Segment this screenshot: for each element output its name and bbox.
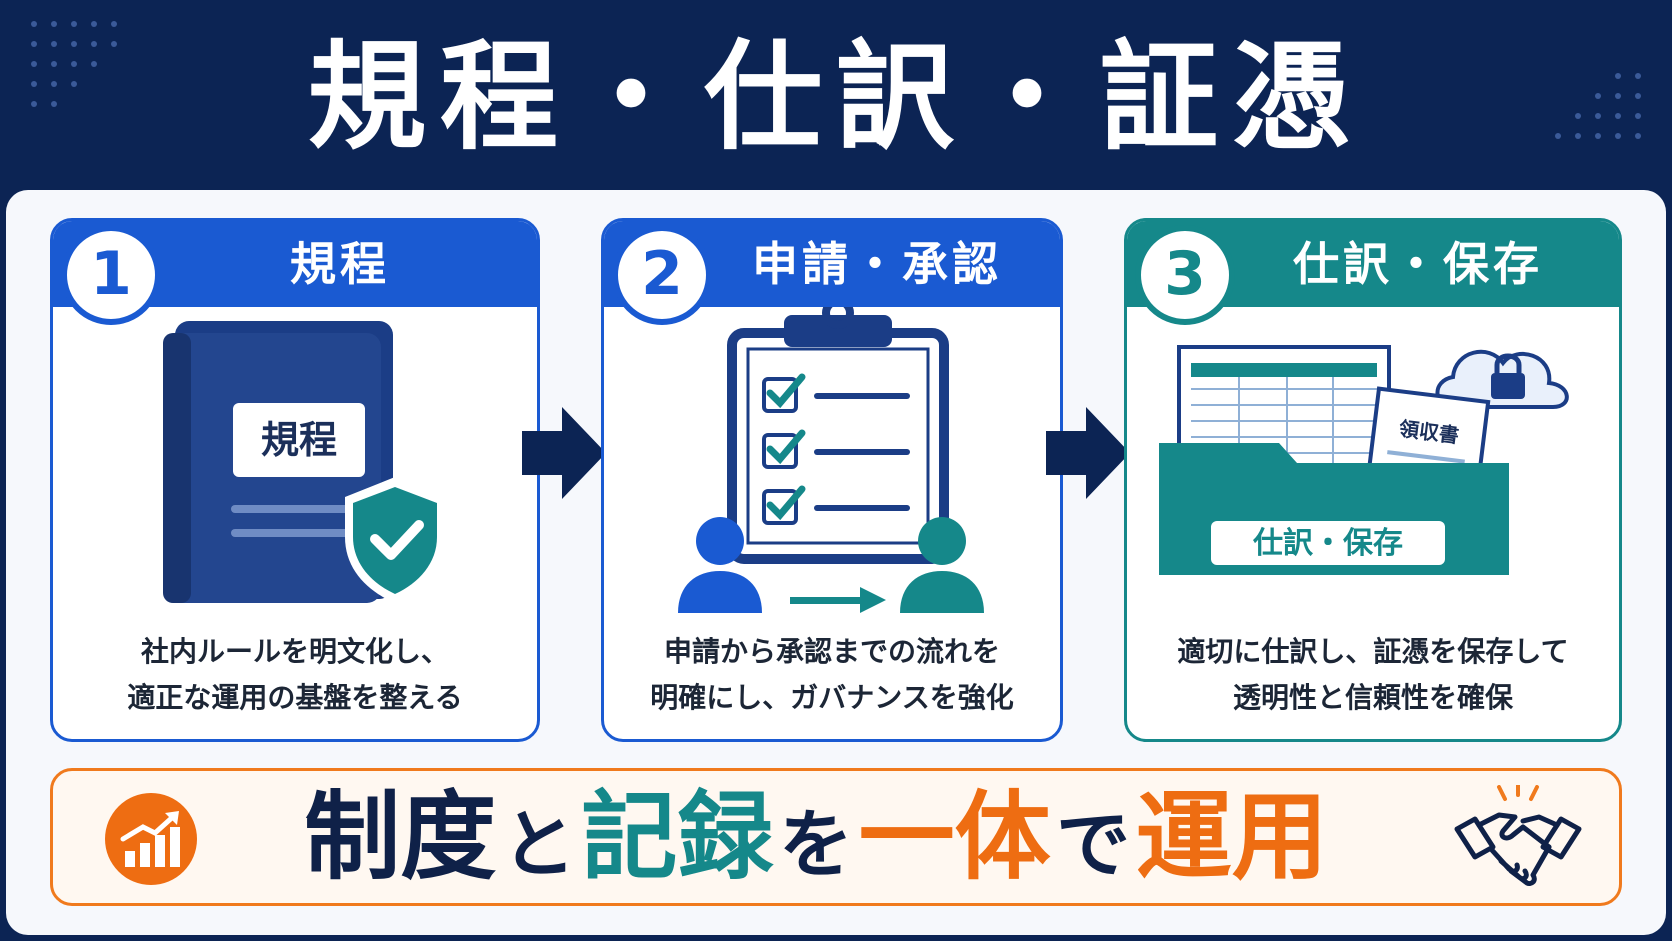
step-1-description-line-1: 社内ルールを明文化し、: [140, 635, 449, 668]
step-3-description-line-2: 透明性と信頼性を確保: [1232, 681, 1513, 714]
step-3-number-badge: 3: [1135, 225, 1235, 325]
book-label: 規程: [261, 418, 337, 462]
step-card-3: 仕訳・保存 3 領収書 仕訳・保存 適切: [1124, 218, 1622, 742]
step-1-number-badge: 1: [61, 225, 161, 325]
folder-label: 仕訳・保存: [1252, 526, 1403, 561]
slogan-text: 制度 と 記録 を 一体 で 運用: [233, 771, 1399, 903]
slogan-part-2: と: [501, 802, 576, 888]
folder-with-documents-icon: 領収書 仕訳・保存: [1159, 345, 1569, 575]
arrow-right-icon: [522, 407, 606, 499]
step-2-description-line-1: 申請から承認までの流れを: [663, 635, 1000, 668]
slogan-part-3: 記録: [581, 781, 774, 893]
step-2-number-badge: 2: [612, 225, 712, 325]
step-3-description-line-1: 適切に仕訳し、証憑を保存して: [1177, 635, 1569, 668]
slogan-part-5: 一体: [858, 781, 1051, 893]
step-card-1: 規程 1 規程 社内ルールを明文化し、 適正な運用の基盤を整える: [50, 218, 540, 742]
header-banner: 規程・仕訳・証憑: [0, 0, 1672, 190]
decorative-dots-right: [1555, 73, 1641, 139]
step-3-title: 仕訳・保存: [1293, 237, 1543, 291]
page-title: 規程・仕訳・証憑: [307, 28, 1364, 166]
step-2-description: 申請から承認までの流れを 明確にし、ガバナンスを強化: [614, 629, 1050, 721]
clipboard-checklist-icon: [678, 307, 984, 613]
step-card-2: 申請・承認 2 申請から承認までの流れを 明確にし、ガバナンスを強化: [601, 218, 1063, 742]
slogan-part-1: 制度: [304, 781, 497, 893]
rulebook-with-shield-icon: 規程: [163, 321, 445, 603]
slogan-part-6: で: [1056, 802, 1131, 888]
growth-chart-icon: [105, 793, 197, 885]
step-3-description: 適切に仕訳し、証憑を保存して 透明性と信頼性を確保: [1137, 629, 1609, 721]
slogan-bar: 制度 と 記録 を 一体 で 運用: [50, 768, 1622, 906]
arrow-right-icon: [1046, 407, 1130, 499]
slogan-part-4: を: [779, 802, 853, 888]
slogan-part-7: 運用: [1135, 781, 1328, 893]
step-2-title: 申請・承認: [752, 237, 1002, 291]
cloud-lock-icon: [1435, 349, 1569, 409]
step-1-description: 社内ルールを明文化し、 適正な運用の基盤を整える: [63, 629, 527, 721]
handshake-icon: [1454, 785, 1582, 886]
step-1-title: 規程: [290, 237, 390, 291]
step-2-description-line-2: 明確にし、ガバナンスを強化: [650, 681, 1014, 714]
step-1-description-line-2: 適正な運用の基盤を整える: [127, 681, 463, 714]
decorative-dots-left: [31, 21, 117, 107]
